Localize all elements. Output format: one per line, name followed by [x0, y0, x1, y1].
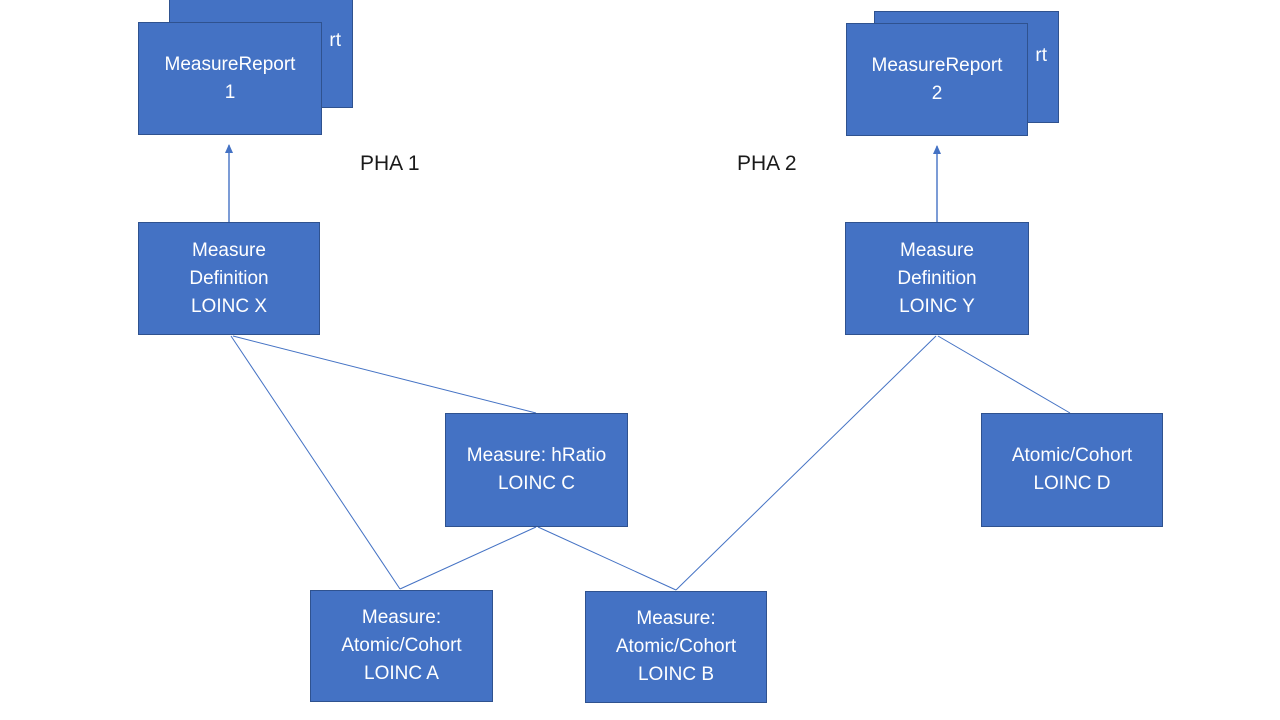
node-label-line: Measure — [192, 239, 266, 261]
node-label-line: Atomic/Cohort — [615, 636, 737, 657]
node-label-line: LOINC C — [497, 473, 576, 494]
connector-md_x-to-atomic_a — [230, 335, 401, 590]
node-label-line: MeasureReport — [871, 54, 1003, 76]
node-label-line: Atomic/Cohort — [1011, 445, 1133, 466]
node-label-line: Definition — [897, 267, 977, 289]
node-label-line: LOINC X — [190, 295, 268, 317]
node-label-line: Measure: — [636, 608, 716, 629]
node-measure-definition-loinc-x: Measure Definition LOINC X — [138, 222, 320, 335]
connector-hratio_c-to-atomic_a — [399, 526, 537, 590]
node-label-line: LOINC A — [364, 663, 439, 684]
node-label-line: MeasureReport — [164, 53, 296, 75]
node-measure-report-2: MeasureReport 2 — [846, 23, 1028, 136]
pha-1-text: PHA 1 — [360, 152, 420, 175]
node-measure-atomic-cohort-loinc-b: Measure: Atomic/Cohort LOINC B — [585, 591, 767, 703]
connector-hratio_c-to-atomic_b — [537, 526, 677, 591]
node-label-line: Measure: hRatio — [466, 445, 607, 466]
region-label-pha-1: PHA 1 — [360, 150, 420, 178]
node-measure-atomic-cohort-loinc-a: Measure: Atomic/Cohort LOINC A — [310, 590, 493, 702]
connector-md_y-to-atomic_b — [675, 335, 937, 591]
pha-2-text: PHA 2 — [737, 152, 797, 175]
node-measure-definition-loinc-y: Measure Definition LOINC Y — [845, 222, 1029, 335]
connector-md_x-to-hratio_c — [232, 335, 537, 414]
node-label-line: Measure: — [361, 607, 442, 628]
node-measure-report-1: MeasureReport 1 — [138, 22, 322, 135]
node-label-line: Definition — [189, 267, 269, 289]
node-label-line: 1 — [224, 81, 236, 103]
node-atomic-cohort-loinc-d: Atomic/Cohort LOINC D — [981, 413, 1163, 527]
node-label-line: Measure — [900, 239, 974, 261]
node-measure-hratio-loinc-c: Measure: hRatio LOINC C — [445, 413, 628, 527]
node-label-line: LOINC Y — [899, 295, 975, 317]
measure-report-1-back-partial-label: rt — [329, 30, 341, 51]
node-label-line: Atomic/Cohort — [341, 635, 462, 656]
region-label-pha-2: PHA 2 — [737, 150, 797, 178]
measure-report-2-back-partial-label: rt — [1035, 45, 1047, 66]
node-label-line: LOINC B — [637, 664, 715, 685]
connector-md_y-to-atomic_d — [937, 335, 1071, 414]
node-label-line: 2 — [931, 82, 943, 104]
node-label-line: LOINC D — [1033, 473, 1111, 494]
